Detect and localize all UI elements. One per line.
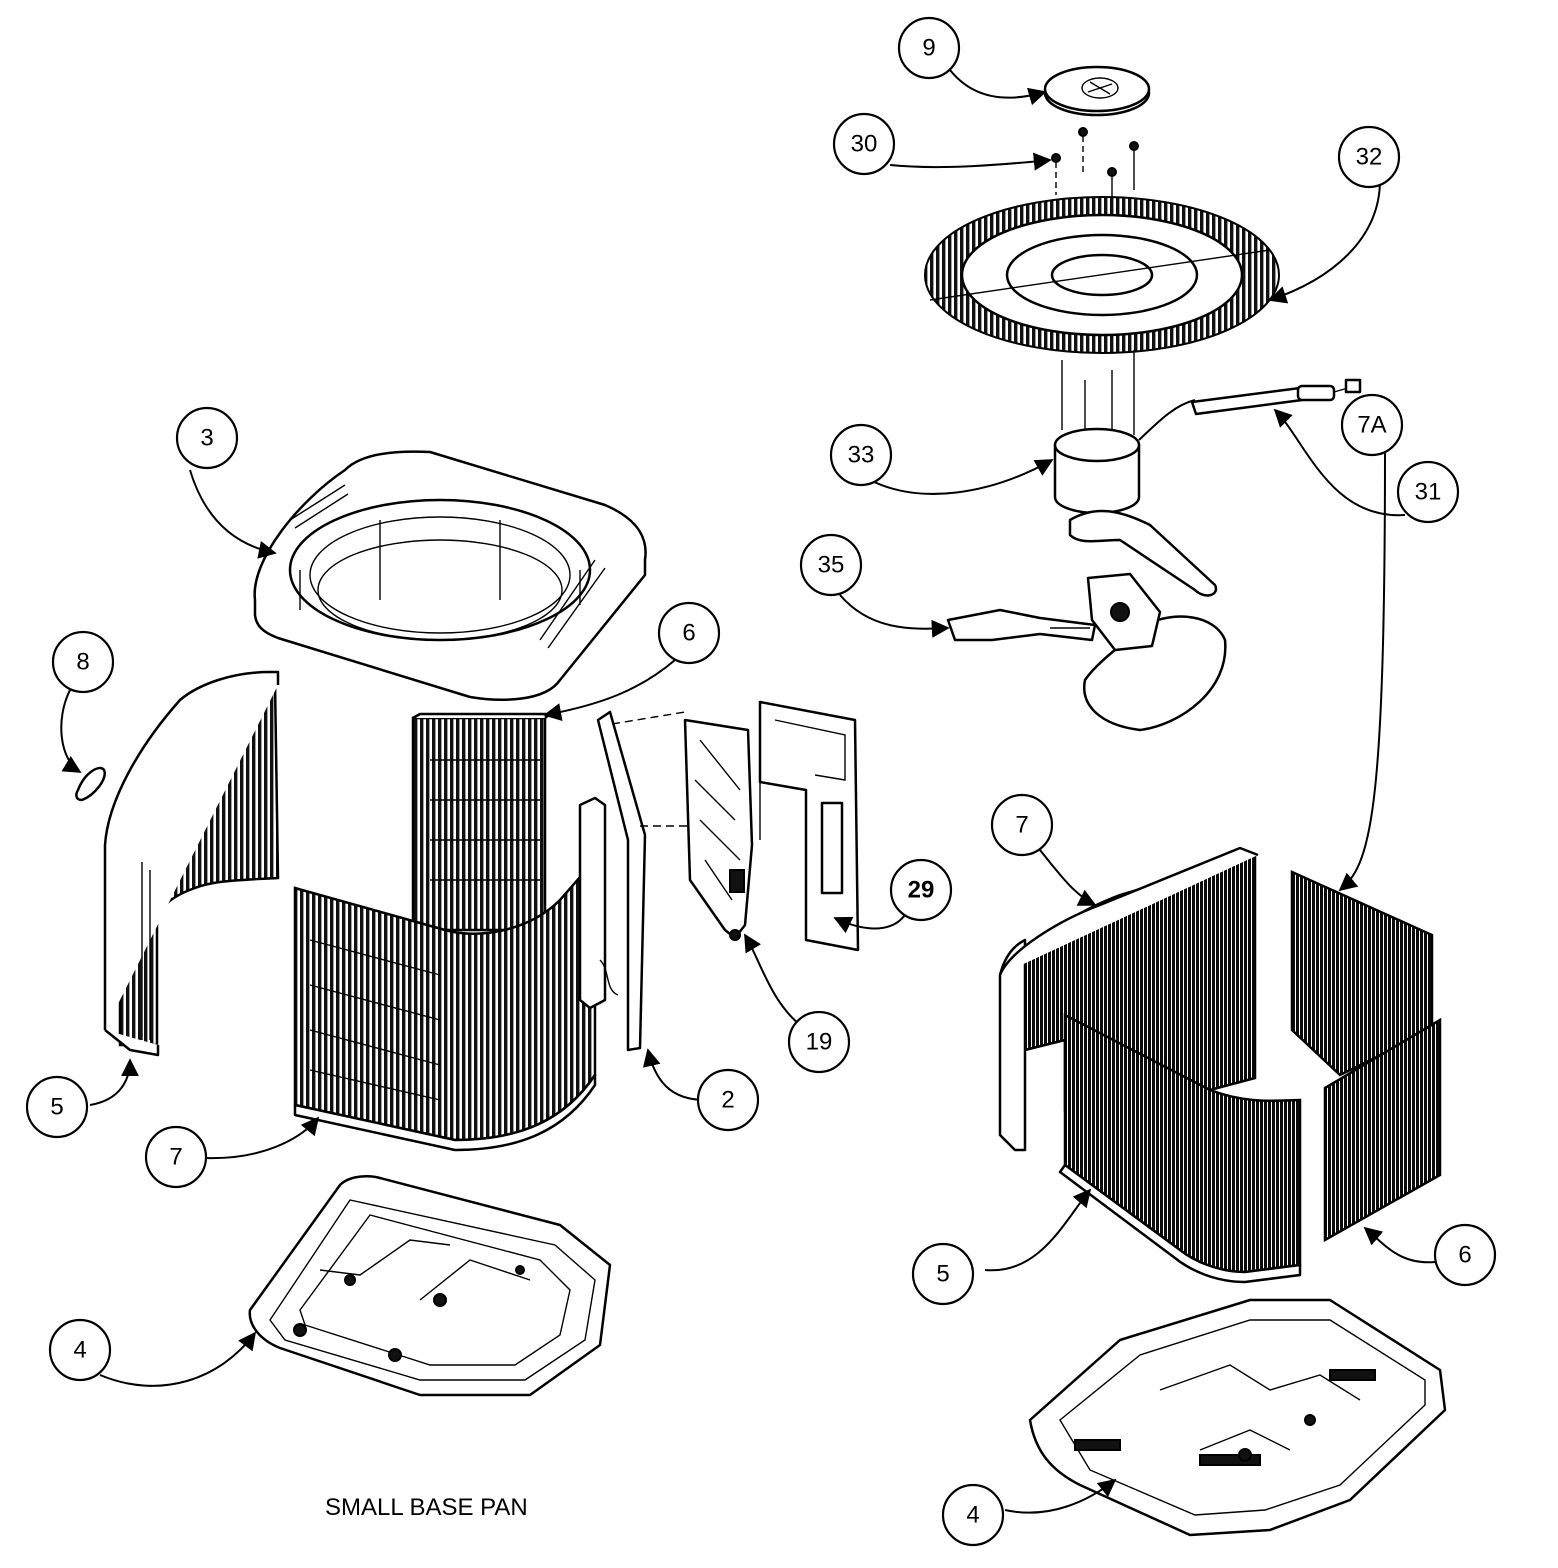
callout-30-label: 30 [851, 131, 878, 158]
callout-3: 3 [175, 406, 239, 470]
callout-32: 32 [1337, 125, 1401, 189]
top-cover-part [253, 450, 647, 701]
callout-7-right: 7 [990, 793, 1054, 857]
coil-right-front-part [1058, 1012, 1302, 1284]
coil-panel-left-part [103, 670, 280, 1057]
callout-31: 31 [1396, 460, 1460, 524]
callout-19-label: 19 [806, 1029, 833, 1056]
callout-6-left-label: 6 [682, 620, 695, 647]
callout-4-right: 4 [941, 1483, 1005, 1547]
callout-2-label: 2 [721, 1087, 734, 1114]
label-part [75, 766, 106, 802]
callout-31-label: 31 [1415, 479, 1442, 506]
wire-harness-part [1138, 378, 1362, 441]
fan-blade-part [946, 509, 1227, 732]
leader-lines [60, 69, 1436, 1514]
callout-5-right: 5 [911, 1242, 975, 1306]
top-cap-part [1043, 65, 1151, 117]
control-box-part [611, 711, 754, 941]
callout-8: 8 [51, 630, 115, 694]
corner-post-part [578, 710, 647, 1052]
callout-19: 19 [787, 1010, 851, 1074]
small-base-pan-caption: SMALL BASE PAN [325, 1494, 528, 1521]
callout-7a: 7A [1340, 393, 1404, 457]
main-coil-left-part [293, 856, 597, 1152]
callout-6-left: 6 [657, 601, 721, 665]
callout-3-label: 3 [200, 425, 213, 452]
screws-part [1051, 127, 1139, 198]
callout-6-right-label: 6 [1458, 1242, 1471, 1269]
callout-9-label: 9 [922, 35, 935, 62]
base-pan-small-part [248, 1175, 612, 1397]
callout-4-left-label: 4 [73, 1337, 86, 1364]
access-panel-part [758, 700, 860, 952]
callout-8-label: 8 [76, 649, 89, 676]
callout-33: 33 [829, 423, 893, 487]
back-panel-left-part [411, 712, 552, 932]
callout-35: 35 [799, 533, 863, 597]
callout-7-right-label: 7 [1015, 812, 1028, 839]
callout-33-label: 33 [848, 442, 875, 469]
base-pan-large-part [1028, 1298, 1447, 1537]
callout-2: 2 [696, 1068, 760, 1132]
fan-grille-part [924, 196, 1280, 354]
callout-6-right: 6 [1433, 1223, 1497, 1287]
callout-32-label: 32 [1356, 144, 1383, 171]
callout-7-left: 7 [144, 1125, 208, 1189]
side-panel-right-part [1323, 1017, 1442, 1243]
callout-4-left: 4 [48, 1318, 112, 1382]
callout-7a-label: 7A [1357, 412, 1386, 439]
callout-4-right-label: 4 [966, 1502, 979, 1529]
callout-7-left-label: 7 [169, 1144, 182, 1171]
callout-5-left: 5 [25, 1075, 89, 1139]
fan-motor-part [1053, 350, 1141, 515]
callout-5-right-label: 5 [936, 1261, 949, 1288]
callout-29-label: 29 [908, 877, 935, 904]
callout-30: 30 [832, 112, 896, 176]
callout-5-left-label: 5 [50, 1094, 63, 1121]
callout-35-label: 35 [818, 552, 845, 579]
callout-9: 9 [897, 16, 961, 80]
callout-29: 29 [889, 858, 953, 922]
